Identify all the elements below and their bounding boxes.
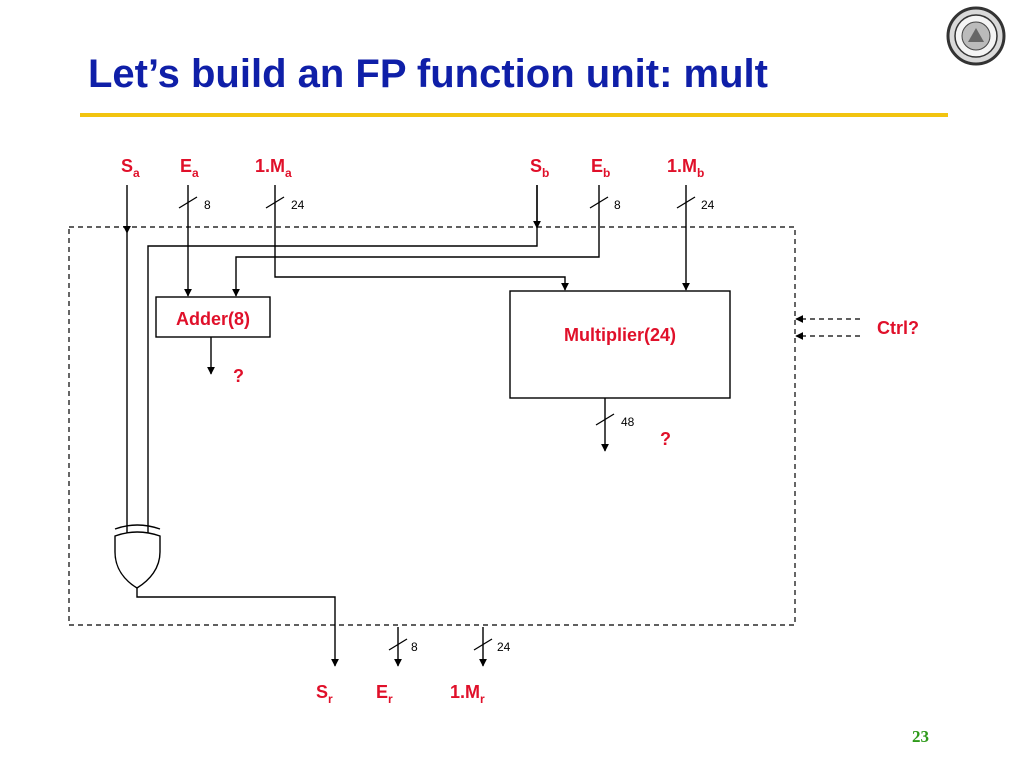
bus-slash-product [595, 413, 615, 426]
bus-slash-eb [589, 196, 609, 209]
ctrl-label: Ctrl? [877, 318, 919, 338]
output-label-mr: 1.Mr [450, 682, 485, 706]
bus-width-product: 48 [621, 415, 635, 429]
bus-slash-ea [178, 196, 198, 209]
bus-width-er: 8 [411, 640, 418, 654]
bus-slash-mb [676, 196, 696, 209]
bus-width-ma: 24 [291, 198, 305, 212]
bus-slash-mr [473, 638, 493, 651]
bus-width-ea: 8 [204, 198, 211, 212]
bus-width-mb: 24 [701, 198, 715, 212]
wire-eb [232, 185, 600, 297]
adder-output-question: ? [233, 366, 244, 386]
output-label-sr: Sr [316, 682, 333, 706]
input-label-ea: Ea [180, 156, 199, 180]
output-label-er: Er [376, 682, 393, 706]
multiplier-output-question: ? [660, 429, 671, 449]
wire-sb [147, 185, 538, 538]
input-label-mb: 1.Mb [667, 156, 704, 180]
input-label-ma: 1.Ma [255, 156, 292, 180]
title-underline [80, 113, 948, 117]
bus-width-mr: 24 [497, 640, 511, 654]
wire-sr [136, 588, 339, 667]
multiplier-block [509, 290, 731, 399]
adder-block [155, 296, 271, 338]
page-number: 23 [912, 727, 929, 746]
multiplier-label: Multiplier(24) [564, 325, 676, 345]
xor-gate-icon [114, 524, 161, 589]
wire-ma [274, 185, 569, 291]
slide-title: Let’s build an FP function unit: mult [88, 52, 768, 96]
input-label-sa: Sa [121, 156, 140, 180]
input-label-sb: Sb [530, 156, 549, 180]
bus-slash-er [388, 638, 408, 651]
function-unit-boundary [68, 226, 796, 626]
university-seal-icon [946, 6, 1006, 66]
bus-width-eb: 8 [614, 198, 621, 212]
bus-slash-ma [265, 196, 285, 209]
input-label-eb: Eb [591, 156, 610, 180]
adder-label: Adder(8) [176, 309, 250, 329]
